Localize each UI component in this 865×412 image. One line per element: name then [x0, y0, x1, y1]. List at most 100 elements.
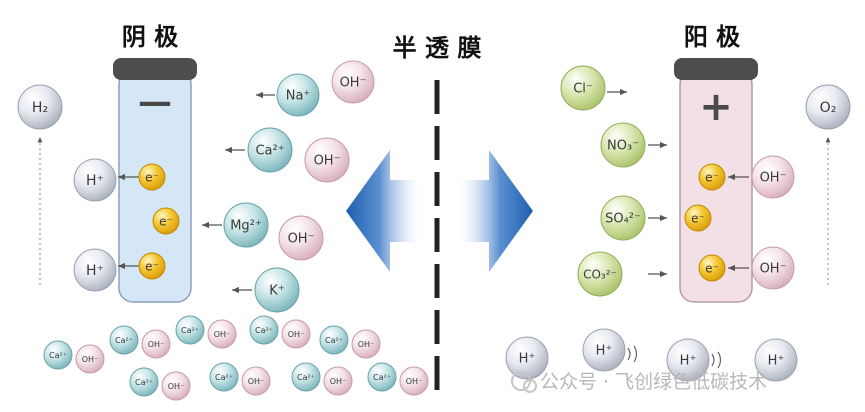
anode-hydroxide-2-label: OH⁻ [760, 262, 787, 277]
anode-electron-2-label: e⁻ [691, 211, 705, 225]
anode-electron-3: e⁻ [698, 254, 726, 282]
precip-hydroxide-2-label: OH⁻ [148, 340, 165, 349]
hydroxide-ion-2-label: OH⁻ [314, 154, 341, 169]
bottom-proton-2-label: H⁺ [596, 344, 613, 359]
precip-calcium-3-sphere [175, 315, 205, 345]
anode-sign: + [699, 84, 733, 130]
anode-electron-3-label: e⁻ [705, 261, 719, 275]
precip-hydroxide-4: OH⁻ [281, 319, 311, 349]
potassium-ion-label: K⁺ [269, 284, 284, 299]
anode-electron-2-sphere [684, 204, 712, 232]
motion-marks [627, 345, 722, 369]
calcium-ion-label: Ca²⁺ [255, 144, 284, 159]
anode-cap [674, 58, 758, 80]
bottom-proton-2-sphere [582, 328, 626, 372]
cathode-electron-1-sphere [138, 163, 166, 191]
precip-hydroxide-6-label: OH⁻ [168, 382, 185, 391]
precip-calcium-7-label: Ca²⁺ [215, 373, 233, 382]
carbonate-ion-sphere [577, 251, 623, 297]
cathode-electron-1: e⁻ [138, 163, 166, 191]
precip-calcium-7: Ca²⁺ [209, 362, 239, 392]
sulfate-ion-sphere [600, 195, 646, 241]
precip-hydroxide-5-sphere [351, 329, 381, 359]
o2-gas-sphere [805, 84, 851, 130]
cathode-proton-2-label: H⁺ [86, 263, 104, 279]
anode-electron-1-sphere [698, 163, 726, 191]
precip-calcium-3-label: Ca²⁺ [181, 326, 199, 335]
cathode-proton-1-sphere [73, 158, 117, 202]
cathode-electron-3-sphere [138, 252, 166, 280]
precip-calcium-8: Ca²⁺ [291, 362, 321, 392]
hydroxide-ion-1-sphere [331, 60, 375, 104]
sodium-ion-label: Na⁺ [286, 89, 311, 104]
cathode-cap [113, 58, 197, 80]
precip-calcium-4-label: Ca²⁺ [255, 326, 273, 335]
bottom-proton-1-sphere [505, 336, 549, 380]
cathode-sign: — [138, 82, 172, 122]
bottom-proton-4: H⁺ [754, 338, 798, 382]
cathode-proton-1-label: H⁺ [86, 173, 104, 189]
nitrate-ion-sphere [600, 122, 646, 168]
precip-calcium-9: Ca²⁺ [367, 362, 397, 392]
bottom-proton-1-label: H⁺ [519, 352, 536, 367]
precip-calcium-6: Ca²⁺ [129, 367, 159, 397]
cathode-electron-2-label: e⁻ [159, 214, 173, 228]
precip-calcium-5: Ca²⁺ [319, 325, 349, 355]
potassium-ion-sphere [254, 267, 300, 313]
precip-hydroxide-5-label: OH⁻ [358, 340, 375, 349]
h2-gas-label: H₂ [32, 100, 48, 116]
hydroxide-ion-1-label: OH⁻ [340, 76, 367, 91]
anode-electron-3-sphere [698, 254, 726, 282]
precip-calcium-2-label: Ca²⁺ [115, 336, 133, 345]
arrow-to-anode [459, 150, 533, 272]
chloride-ion-sphere [560, 65, 606, 111]
cathode-proton-2: H⁺ [73, 248, 117, 292]
sodium-ion: Na⁺ [276, 73, 320, 117]
carbonate-ion: CO₃²⁻ [577, 251, 623, 297]
watermark-text: 公众号 · 飞创绿色低碳技术 [540, 371, 767, 393]
anode-electron-1-label: e⁻ [705, 170, 719, 184]
bottom-proton-1: H⁺ [505, 336, 549, 380]
precip-calcium-5-sphere [319, 325, 349, 355]
cathode-proton-1: H⁺ [73, 158, 117, 202]
precip-hydroxide-7-label: OH⁻ [248, 377, 265, 386]
precip-hydroxide-6: OH⁻ [161, 371, 191, 401]
cathode-electron-2-sphere [152, 207, 180, 235]
ion-arrows [118, 88, 749, 294]
membrane-title: 半 透 膜 [393, 34, 482, 62]
precip-hydroxide-1-sphere [75, 344, 105, 374]
hydroxide-ion-3-sphere [278, 215, 324, 261]
precip-calcium-8-sphere [291, 362, 321, 392]
sulfate-ion: SO₄²⁻ [600, 195, 646, 241]
magnesium-ion-sphere [223, 202, 269, 248]
precip-hydroxide-9: OH⁻ [399, 366, 429, 396]
bottom-proton-3-label: H⁺ [680, 354, 697, 369]
precip-calcium-5-label: Ca²⁺ [325, 336, 343, 345]
bottom-proton-2: H⁺ [582, 328, 626, 372]
sodium-ion-sphere [276, 73, 320, 117]
carbonate-ion-label: CO₃²⁻ [583, 267, 617, 281]
precip-hydroxide-8-sphere [323, 366, 353, 396]
watermark: 公众号 · 飞创绿色低碳技术 [511, 371, 767, 393]
o2-gas-label: O₂ [820, 100, 837, 116]
precip-calcium-6-sphere [129, 367, 159, 397]
precip-hydroxide-9-sphere [399, 366, 429, 396]
bottom-proton-4-sphere [754, 338, 798, 382]
arrow-to-cathode [346, 150, 420, 272]
hydroxide-ion-2-sphere [304, 137, 350, 183]
hydroxide-ion-3: OH⁻ [278, 215, 324, 261]
anode-hydroxide-1: OH⁻ [751, 155, 795, 199]
calcium-ion-sphere [247, 127, 293, 173]
bottom-proton-3: H⁺ [666, 338, 710, 382]
nitrate-ion: NO₃⁻ [600, 122, 646, 168]
cathode-electron-2: e⁻ [152, 207, 180, 235]
precip-hydroxide-3: OH⁻ [207, 319, 237, 349]
precip-calcium-2: Ca²⁺ [109, 325, 139, 355]
precip-hydroxide-3-sphere [207, 319, 237, 349]
cathode-proton-2-sphere [73, 248, 117, 292]
cathode-title: 阴 极 [122, 23, 178, 51]
precip-hydroxide-8-label: OH⁻ [330, 377, 347, 386]
anode-hydroxide-1-sphere [751, 155, 795, 199]
